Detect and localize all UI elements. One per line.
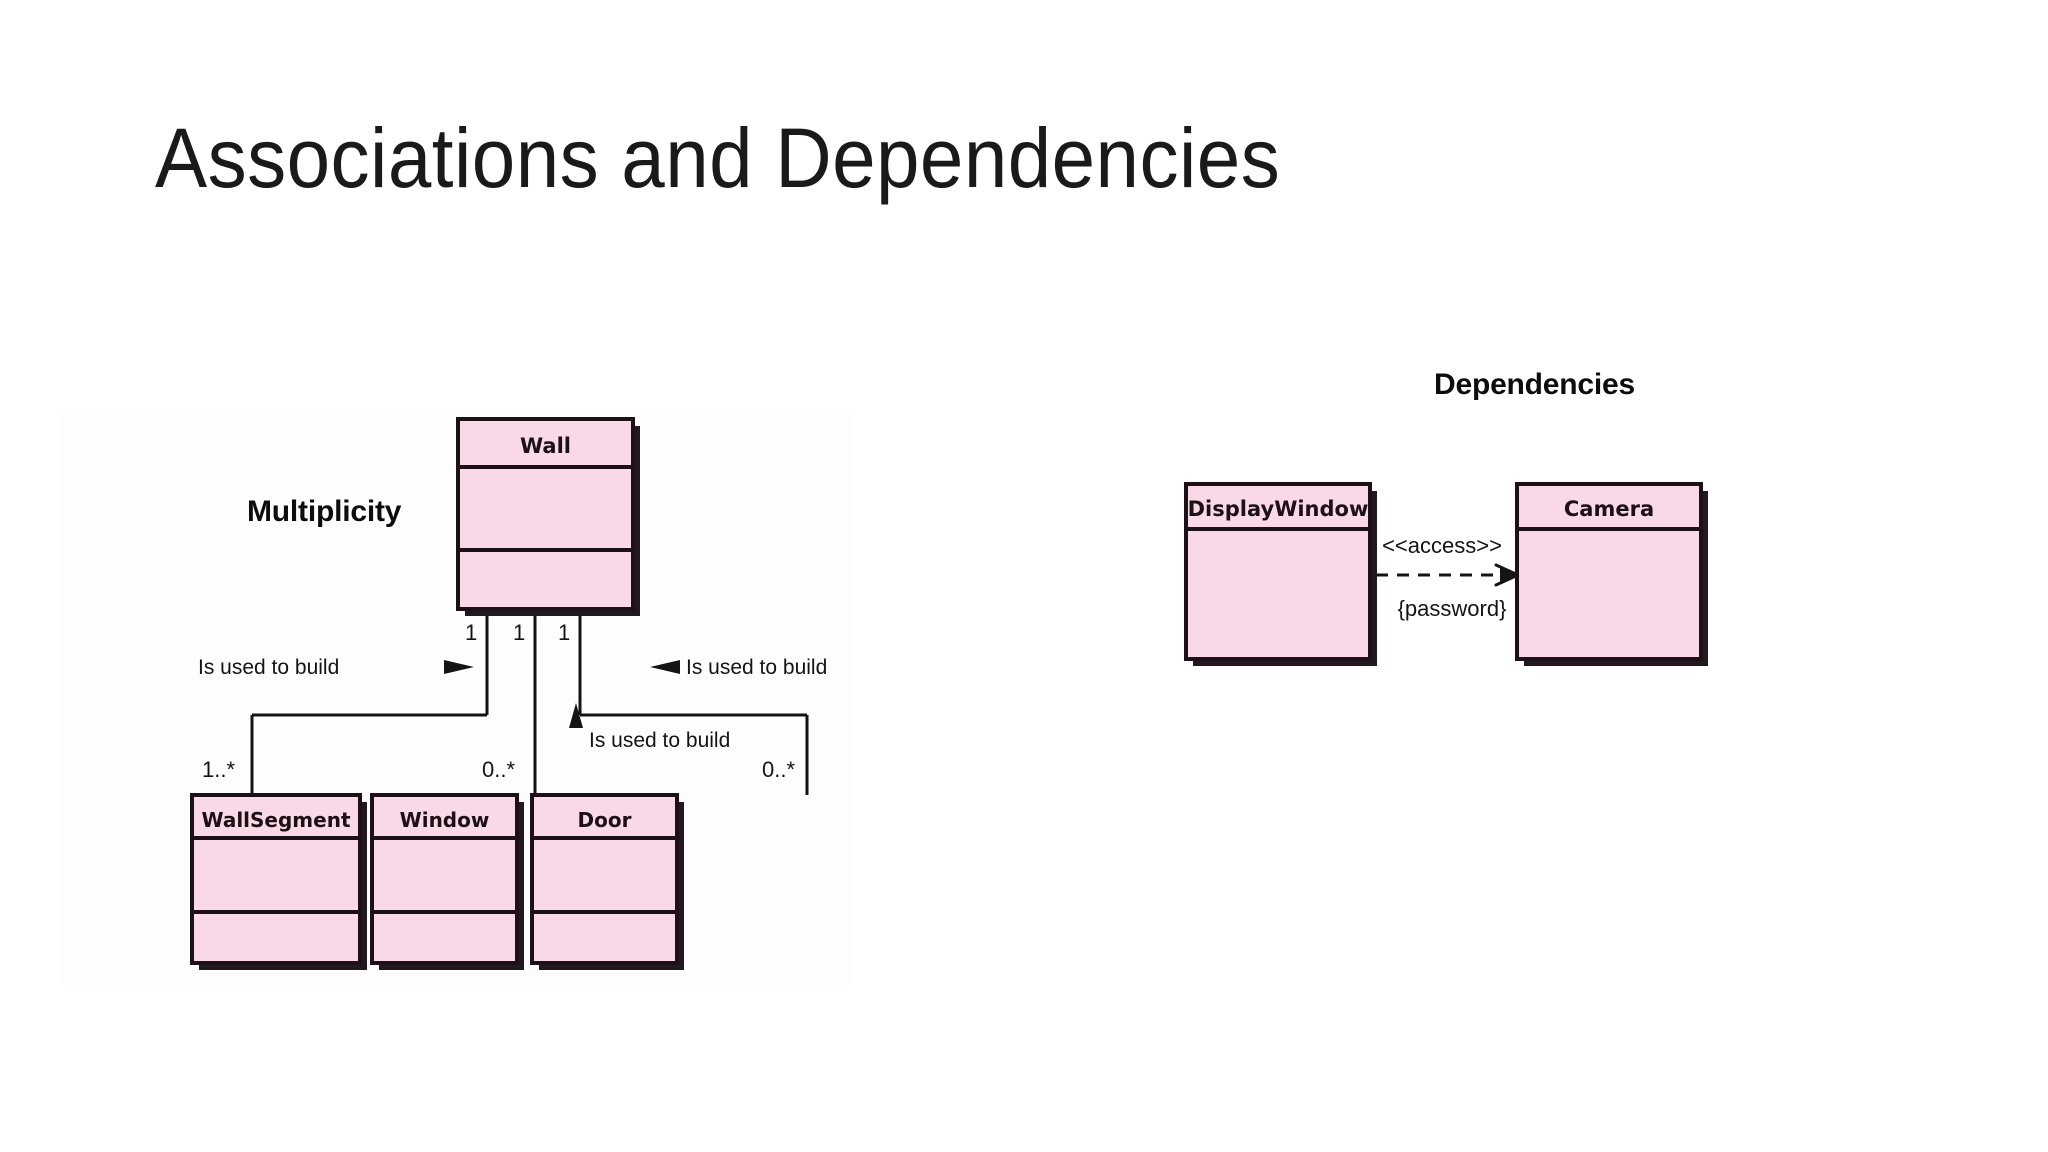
arrow-right-icon <box>444 660 474 674</box>
class-name-camera: Camera <box>1564 497 1654 521</box>
multiplicity-target-door: 0..* <box>762 757 795 782</box>
multiplicity-target-window: 0..* <box>482 757 515 782</box>
multiplicity-source-left: 1 <box>465 620 477 645</box>
multiplicity-source-middle: 1 <box>513 620 525 645</box>
association-diagram: Is used to build Is used to build Is use… <box>62 410 852 985</box>
multiplicity-caption: Multiplicity <box>247 495 402 528</box>
multiplicity-target-wallsegment: 1..* <box>202 757 235 782</box>
dependency-connector <box>1376 563 1520 587</box>
class-box-wall: Wall <box>456 417 640 616</box>
association-connectors <box>250 615 809 795</box>
dependency-diagram: <<access>> {password} DisplayWindow Came… <box>1180 470 1920 730</box>
class-box-window: Window <box>370 793 524 970</box>
dependencies-caption: Dependencies <box>1434 368 1636 401</box>
arrow-up-icon <box>569 703 583 728</box>
association-label-middle: Is used to build <box>589 729 730 752</box>
class-name-wall: Wall <box>520 434 571 458</box>
association-arrowheads <box>444 660 680 728</box>
class-box-wallsegment: WallSegment <box>190 793 367 970</box>
dependency-constraint: {password} <box>1398 596 1507 621</box>
multiplicity-source-right: 1 <box>558 620 570 645</box>
class-name-door: Door <box>578 808 632 832</box>
dependency-stereotype: <<access>> <box>1382 533 1502 558</box>
class-box-displaywindow: DisplayWindow <box>1184 482 1377 666</box>
class-name-displaywindow: DisplayWindow <box>1188 497 1369 521</box>
page-title: Associations and Dependencies <box>155 111 1281 205</box>
class-name-wallsegment: WallSegment <box>201 808 350 832</box>
class-name-window: Window <box>400 808 490 832</box>
class-box-camera: Camera <box>1515 482 1708 666</box>
arrow-left-icon <box>650 660 680 674</box>
association-label-left: Is used to build <box>198 656 339 679</box>
association-label-right: Is used to build <box>686 656 827 679</box>
class-box-door: Door <box>530 793 684 970</box>
